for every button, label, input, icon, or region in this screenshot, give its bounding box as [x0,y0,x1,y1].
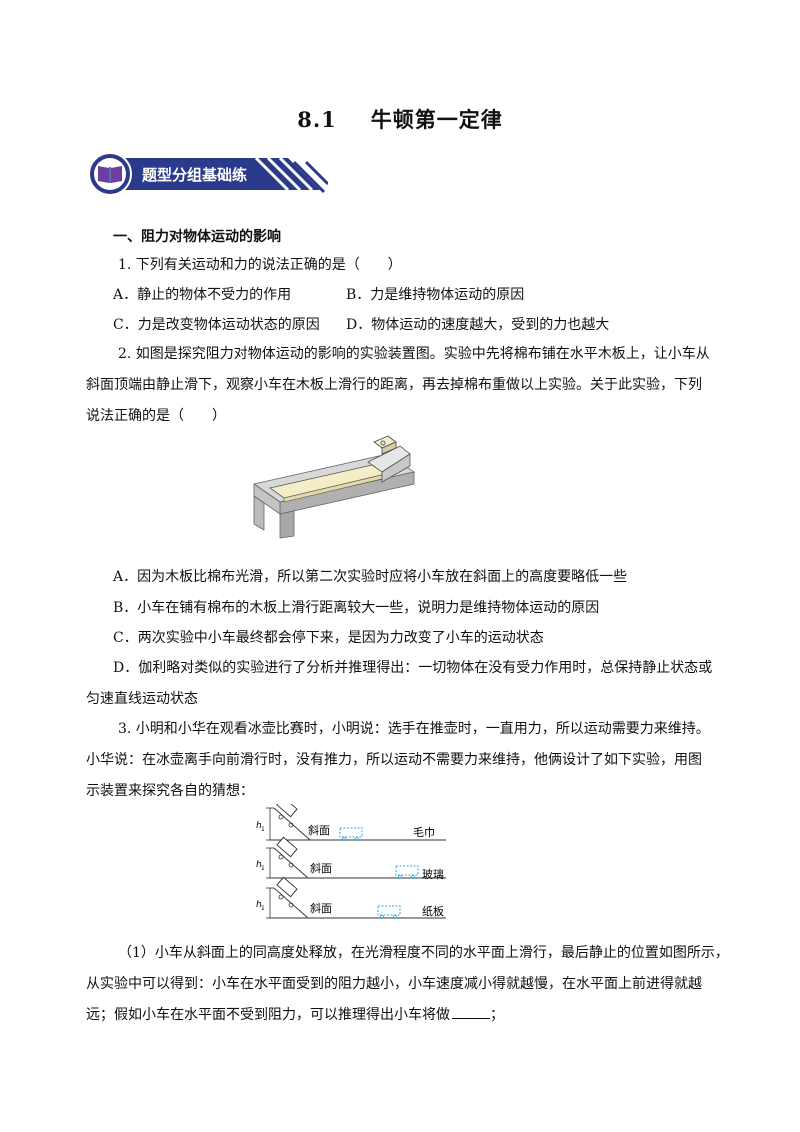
q3-stem-line1: 3. 小明和小华在观看冰壶比赛时，小明说：选手在推壶时，一直用力，所以运动需要力… [118,721,710,737]
q3-ramps-figure: h 1 斜面 毛巾 h 1 斜面 玻璃 h 1 [256,804,446,920]
q2-option-d-line2: 匀速直线运动状态 [86,691,198,707]
q2-apparatus-figure [253,435,415,539]
ramp3-height-label: h [256,900,262,910]
book-icon [98,166,122,183]
q3-stem-line3: 示装置来探究各自的猜想： [86,783,254,799]
answer-blank[interactable] [452,1004,490,1019]
title-number: 8.1 [297,107,337,132]
q2-option-c: C．两次实验中小车最终都会停下来，是因为力改变了小车的运动状态 [113,630,544,646]
q2-option-d-line1: D．伽利略对类似的实验进行了分析并推理得出：一切物体在没有受力作用时，总保持静止… [113,660,713,676]
q3-part1-line3: 远；假如小车在水平面不受到阻力，可以推理得出小车将做 ； [86,1004,504,1024]
q1-option-b: B．力是维持物体运动的原因 [346,287,525,303]
q1-stem: 1. 下列有关运动和力的说法正确的是（ ） [118,257,402,273]
ramp1-height-label: h [256,821,262,831]
ramp3-slope-label: 斜面 [310,902,332,915]
q3-part1-line3-end: ； [490,1007,504,1023]
ramp2-height-label: h [256,860,262,870]
q2-stem-line2: 斜面顶端由静止滑下，观察小车在木板上滑行的距离，再去掉棉布重做以上实验。关于此实… [86,377,702,393]
section-heading: 一、阻力对物体运动的影响 [113,229,281,245]
ramp2-height-sub: 1 [261,865,265,872]
ramp2-slope-label: 斜面 [310,862,332,875]
q3-part1-line3-text: 远；假如小车在水平面不受到阻力，可以推理得出小车将做 [86,1007,450,1023]
q1-option-c: C．力是改变物体运动状态的原因 [113,317,320,333]
ramp3-height-sub: 1 [261,905,265,912]
banner-label: 题型分组基础练 [142,166,248,184]
q3-stem-line2: 小华说：在冰壶离手向前滑行时，没有推力，所以运动不需要力来维持，他俩设计了如下实… [86,752,702,768]
q3-part1-line2: 从实验中可以得到：小车在水平面受到的阻力越小，小车速度减小得就越慢，在水平面上前… [86,976,702,992]
q2-stem-line3: 说法正确的是（ ） [86,408,226,424]
ramp-row-towel: h 1 斜面 毛巾 [256,804,446,842]
ramp2-surface-label: 玻璃 [422,867,444,881]
ramp1-surface-label: 毛巾 [413,825,435,839]
ramp3-surface-label: 纸板 [422,904,444,918]
ramp1-height-sub: 1 [261,826,265,833]
q2-stem-line1: 2. 如图是探究阻力对物体运动的影响的实验装置图。实验中先将棉布铺在水平木板上，… [118,346,710,362]
ramp1-slope-label: 斜面 [308,824,330,837]
q3-part1-line1: （1）小车从斜面上的同高度处释放，在光滑程度不同的水平面上滑行，最后静止的位置如… [118,945,729,961]
q1-option-a: A．静止的物体不受力的作用 [113,287,292,303]
q1-option-d: D．物体运动的速度越大，受到的力也越大 [346,317,610,333]
section-banner [88,152,328,196]
ramp-row-cardboard: h 1 斜面 纸板 [256,876,446,920]
ramp-row-glass: h 1 斜面 玻璃 [256,836,446,881]
page-title: 8.1 牛顿第一定律 [0,104,800,134]
title-text: 牛顿第一定律 [370,107,503,132]
q2-option-b: B．小车在铺有棉布的木板上滑行距离较大一些，说明力是维持物体运动的原因 [113,600,600,616]
q2-option-a: A．因为木板比棉布光滑，所以第二次实验时应将小车放在斜面上的高度要略低一些 [113,569,628,585]
